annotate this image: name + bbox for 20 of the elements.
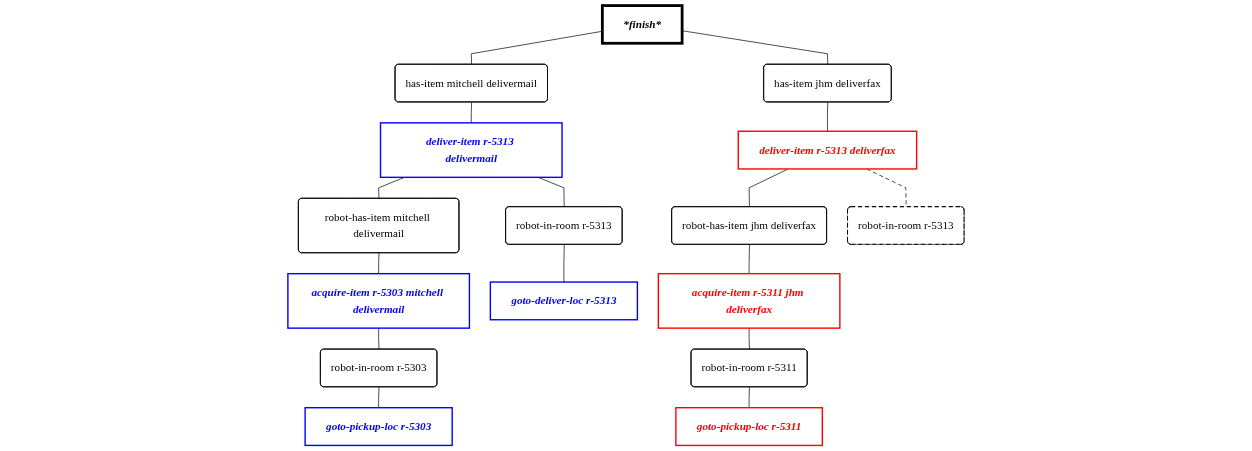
connector [866,168,907,208]
connector [378,327,380,350]
connector [748,386,750,409]
connector [748,168,789,208]
node-box: *finish* [600,4,684,45]
connector [748,244,750,275]
connector [378,252,380,275]
connector [470,101,472,124]
connector [748,327,750,350]
node-box: acquire-item r-5303 mitchell delivermail [287,272,471,329]
connector [378,386,380,409]
connector [470,30,603,65]
node-box: goto-pickup-loc r-5303 [304,407,453,447]
connector [827,101,829,132]
node-box: acquire-item r-5311 jhm deliverfax [657,272,841,329]
node-box: deliver-item r-5313 deliverfax [737,130,918,170]
node-box: goto-pickup-loc r-5311 [675,407,824,447]
connector [563,244,565,283]
node-box: deliver-item r-5313 delivermail [379,122,563,179]
node-box: goto-deliver-loc r-5313 [489,281,639,321]
